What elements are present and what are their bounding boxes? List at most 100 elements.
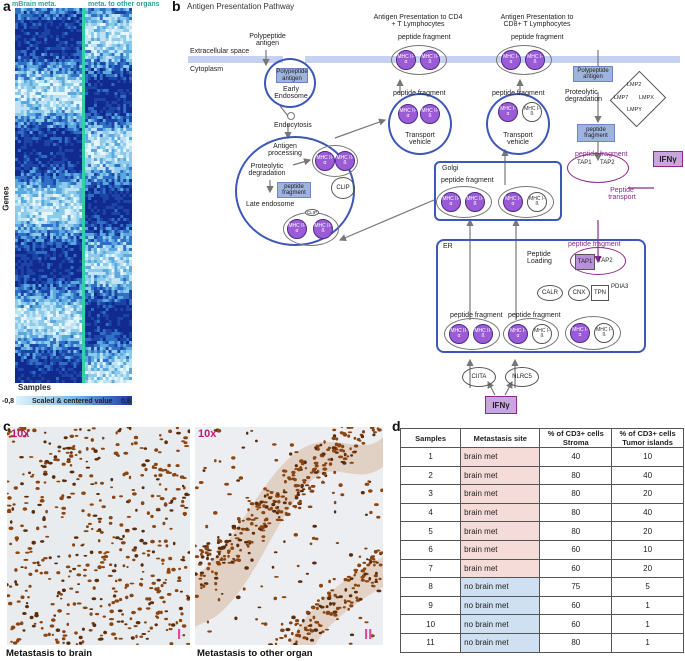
peptide-fragment-er-mid: peptide fragment (508, 312, 561, 319)
header-tumor: % of CD3+ cells Tumor islands (611, 428, 684, 448)
colorbar-caption: Scaled & centered value (32, 398, 113, 405)
mhc2-beta-late: MHC II-ß (335, 151, 355, 171)
histology-other (195, 427, 383, 645)
tap-complex-upper (567, 153, 629, 183)
mhc1-beta-er: MHC I-ß (532, 324, 552, 344)
stroma-cell: 60 (539, 558, 613, 579)
panel-letter-a: a (3, 0, 11, 14)
colorbar-max: 0,8 (121, 398, 131, 405)
lmpy-label: LMPY (627, 107, 642, 113)
mhc1-pair-golgi (498, 186, 554, 218)
mhc2-beta-golgi: MHC II-ß (465, 192, 485, 212)
peptide-loading-label: Peptide Loading (527, 251, 552, 265)
magnification-right: 10x (198, 428, 217, 440)
genes-axis: Genes (2, 180, 14, 220)
cd3-table: Samples Metastasis site % of CD3+ cells … (399, 428, 684, 653)
samples-label: Samples (18, 383, 51, 392)
sample-cell: 1 (399, 447, 462, 467)
stroma-cell: 80 (539, 502, 613, 523)
lmp2-label: LMP2 (627, 82, 642, 88)
tap1-er: TAP1 (575, 254, 595, 270)
tumor-cell: 1 (611, 614, 684, 634)
panel-letter-d: d (392, 418, 401, 434)
sample-cell: 11 (399, 632, 462, 653)
peptide-fragment-er-left: peptide fragment (450, 312, 503, 319)
site-cell: brain met (460, 539, 541, 560)
extracellular-label: Extracellular space (190, 48, 250, 55)
proteolytic-label: Proteolytic degradation (248, 163, 286, 177)
tumor-cell: 10 (611, 539, 684, 560)
mhc2-beta-clip: MHC II-ß (313, 219, 333, 239)
sample-cell: 3 (399, 484, 462, 504)
peptide-transport-label: Peptide transport (608, 187, 636, 201)
early-endosome-label: Early Endosome (274, 86, 308, 100)
sample-cell: 8 (399, 577, 462, 597)
mhc1-alpha-er: MHC I-α (508, 324, 528, 344)
colorbar-min: -0,8 (2, 398, 15, 405)
site-cell: no brain met (460, 632, 541, 653)
nlrc5-node: NLRC5 (505, 367, 539, 387)
heatmap (15, 8, 132, 383)
transport-vehicle-cd4 (388, 93, 452, 155)
panel-letter-c: c (3, 418, 11, 434)
mhc1-beta-surface: MHC I-ß (525, 50, 545, 70)
caption-brain: Metastasis to brain (6, 648, 93, 659)
peptide-fragment-cd8: peptide fragment (511, 34, 564, 41)
sample-cell: 4 (399, 502, 462, 523)
pdia3-node: PDIA3 (611, 284, 629, 290)
stroma-cell: 80 (539, 484, 613, 504)
ifng-box-bottom: IFNγ (485, 396, 517, 414)
tumor-cell: 1 (611, 595, 684, 616)
mhc2-beta-tv1: MHC II-ß (420, 104, 440, 124)
late-endosome-label: Late endosome (246, 201, 295, 208)
ifng-box-top: IFNγ (653, 151, 683, 167)
clip-small: CLIP (305, 209, 320, 216)
mhc1-alpha-surface: MHC I-α (501, 50, 521, 70)
stroma-cell: 60 (539, 614, 613, 634)
tap2-er: TAP2 (598, 258, 613, 264)
mhc2-alpha-late: MHC II-α (315, 151, 335, 171)
mhc2-pair-er (444, 318, 500, 350)
mhc1-alpha-er-right: MHC I-α (570, 323, 590, 343)
stroma-cell: 60 (539, 539, 613, 560)
early-endosome (264, 58, 316, 108)
cd4-title: Antigen Presentation to CD4 + T Lymphocy… (373, 14, 463, 28)
site-cell: brain met (460, 447, 541, 467)
peptide-fragment-tv1: peptide fragment (393, 90, 446, 97)
mhc2-alpha-er: MHC II-α (449, 324, 469, 344)
site-cell: no brain met (460, 614, 541, 634)
membrane-band-left (188, 56, 283, 63)
site-cell: brain met (460, 484, 541, 504)
stroma-cell: 80 (539, 465, 613, 486)
transport-vehicle-label-1: Transport vehicle (405, 132, 435, 146)
header-samples: Samples (399, 428, 462, 448)
lmpx-label: LMPX (639, 95, 654, 101)
stroma-cell: 60 (539, 595, 613, 616)
mhc1-pair-er-right (565, 316, 621, 350)
mhc2-alpha-tv1: MHC II-α (398, 104, 418, 124)
mhc2-alpha-golgi: MHC II-α (441, 192, 461, 212)
caption-other: Metastasis to other organ (197, 648, 313, 659)
transport-vehicle-label-2: Transport vehicle (503, 132, 533, 146)
pathway-arrows (188, 50, 680, 396)
tumor-cell: 20 (611, 558, 684, 579)
endocytosis-vesicle (287, 112, 295, 120)
sample-cell: 6 (399, 539, 462, 560)
cytoplasm-label: Cytoplasm (190, 66, 224, 73)
calr-node: CALR (537, 285, 563, 301)
peptide-fragment-box-right: peptide fragment (577, 124, 615, 142)
tumor-cell: 10 (611, 447, 684, 467)
site-cell: no brain met (460, 595, 541, 616)
mhc2-pair-golgi (436, 186, 492, 218)
cd8-title: Antigen Presentation to CD8+ T Lymphocyt… (500, 14, 574, 28)
tumor-cell: 40 (611, 502, 684, 523)
stroma-cell: 80 (539, 632, 613, 653)
mhc1-pair-er (503, 318, 559, 350)
